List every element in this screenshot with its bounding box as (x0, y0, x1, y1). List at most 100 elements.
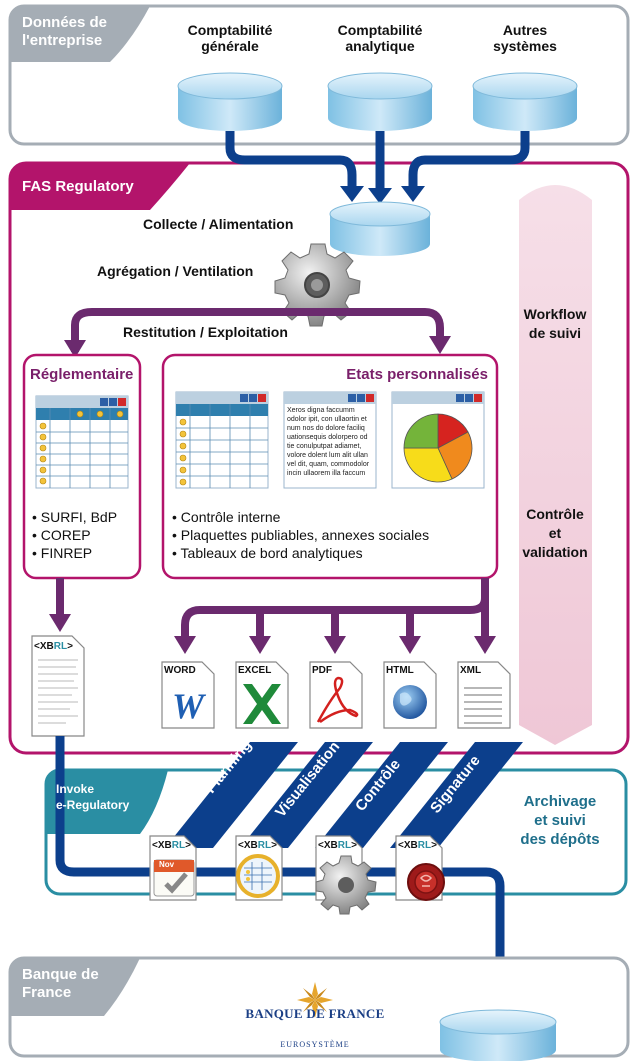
outputs-arrows (181, 578, 489, 640)
xbrl-label: <XBRL> (318, 840, 357, 851)
xbrl-prefix: <XB (34, 641, 54, 652)
workflow-label: Workflow de suivi (515, 305, 595, 343)
etats-item: • Plaquettes publiables, annexes sociale… (172, 527, 430, 543)
source-label-line2: générale (201, 38, 259, 54)
archivage-line1: Archivage (523, 793, 597, 810)
xbrl-label: <XBRL> (152, 840, 191, 851)
output-label-word: WORD (164, 665, 196, 676)
collecte-label: Collecte / Alimentation (143, 216, 294, 232)
gear-icon (274, 243, 361, 327)
etats-item: • Contrôle interne (172, 509, 281, 525)
excel-icon (243, 684, 281, 724)
invoke-title-line2: e-Regulatory (56, 798, 130, 812)
invoke-title-line1: Invoke (56, 782, 95, 796)
reglementaire-title: Réglementaire (30, 366, 134, 383)
archivage-label: Archivage et suivi des dépôts (510, 792, 610, 849)
invoke-panel-title: Invoke e-Regulatory (56, 781, 129, 813)
bottom-title-line2: France (22, 984, 72, 1001)
banque-de-france-logo-sub: EUROSYSTÈME (280, 1040, 350, 1049)
output-label-pdf: PDF (312, 665, 332, 676)
source-label-autres-systemes: Autres systèmes (465, 22, 585, 54)
xbrl-suffix: > (271, 840, 277, 851)
banque-de-france-logo-mark (297, 982, 333, 1018)
calendar-month: Nov (159, 860, 175, 869)
wax-seal-icon (407, 863, 445, 901)
word-icon: W (172, 686, 207, 726)
source-label-line1: Comptabilité (337, 22, 423, 38)
output-label-excel: EXCEL (238, 665, 272, 676)
xml-lines-icon (464, 687, 502, 724)
reglementaire-arrow-head (49, 614, 71, 632)
spreadsheet-window-icon (175, 391, 269, 489)
banque-de-france-logo-text: BANQUE DE FRANCE (245, 1006, 385, 1021)
database-cylinder-comptabilite-generale (177, 72, 283, 131)
restitution-arrows (71, 308, 444, 352)
output-label-html: HTML (386, 665, 414, 676)
xbrl-label: <XBRL> (398, 840, 437, 851)
fas-panel-title: FAS Regulatory (22, 178, 134, 195)
source-arrow-heads (340, 186, 425, 204)
output-label-xml: XML (460, 665, 482, 676)
xbrl-document-icon (31, 635, 85, 737)
xbrl-label: <XBRL> (238, 840, 277, 851)
xbrl-highlight: RL (171, 840, 186, 851)
top-panel-title-line2: l'entreprise (22, 32, 103, 49)
source-label-comptabilite-analytique: Comptabilité analytique (320, 22, 440, 54)
source-label-comptabilite-generale: Comptabilité générale (170, 22, 290, 54)
controle-line1: Contrôle (526, 506, 584, 522)
restitution-arrow-heads (64, 336, 451, 358)
xbrl-suffix: > (185, 840, 191, 851)
magnifier-table-icon (236, 854, 280, 898)
document-body-text: Xeros digna faccumm odolor ipit, con ull… (287, 407, 370, 477)
source-label-line2: systèmes (493, 38, 557, 54)
bottom-title-line1: Banque de (22, 966, 99, 983)
globe-icon (393, 685, 427, 719)
agregation-label: Agrégation / Ventilation (97, 263, 254, 279)
xbrl-highlight: RL (417, 840, 432, 851)
workflow-band (519, 185, 592, 745)
spreadsheet-window-icon (35, 395, 129, 489)
pie-chart-window-icon (391, 391, 485, 489)
etats-list: • Contrôle interne • Plaquettes publiabl… (172, 508, 429, 562)
banque-de-france-database (439, 1009, 557, 1061)
calendar-icon (153, 859, 195, 897)
gear-icon (315, 855, 377, 915)
outputs-arrow-heads (174, 636, 496, 654)
etats-title: Etats personnalisés (346, 366, 488, 383)
xbrl-label: <XBRL> (34, 641, 73, 652)
workflow-line2: de suivi (528, 325, 582, 341)
xbrl-highlight: RL (53, 641, 68, 652)
reglementaire-item: • COREP (32, 527, 91, 543)
xbrl-highlight: RL (257, 840, 272, 851)
etats-item: • Tableaux de bord analytiques (172, 545, 363, 561)
top-panel-title-line1: Données de (22, 14, 108, 31)
controle-validation-label: Contrôle et validation (515, 505, 595, 562)
svg-text:W: W (172, 686, 207, 726)
xbrl-prefix: <XB (152, 840, 172, 851)
reglementaire-list: • SURFI, BdP • COREP • FINREP (32, 508, 117, 562)
bottom-panel-title: Banque de France (22, 966, 99, 1002)
reglementaire-item: • FINREP (32, 545, 93, 561)
xbrl-suffix: > (67, 641, 73, 652)
workflow-line1: Workflow (523, 306, 587, 322)
pdf-icon (316, 676, 359, 724)
controle-line3: validation (522, 544, 588, 560)
xbrl-suffix: > (351, 840, 357, 851)
database-cylinder-comptabilite-analytique (327, 72, 433, 131)
text-document-window-icon (283, 391, 377, 489)
xbrl-suffix: > (431, 840, 437, 851)
top-panel-title: Données de l'entreprise (22, 14, 107, 50)
restitution-label: Restitution / Exploitation (123, 324, 288, 340)
step-bands (165, 742, 523, 848)
xbrl-highlight: RL (337, 840, 352, 851)
source-label-line1: Autres (502, 22, 548, 38)
xbrl-prefix: <XB (398, 840, 418, 851)
source-label-line1: Comptabilité (187, 22, 273, 38)
source-arrows (225, 131, 530, 192)
central-database-cylinder (329, 201, 431, 256)
controle-line2: et (548, 525, 562, 541)
xbrl-prefix: <XB (238, 840, 258, 851)
archivage-line2: et suivi (534, 812, 586, 829)
reglementaire-item: • SURFI, BdP (32, 509, 118, 525)
